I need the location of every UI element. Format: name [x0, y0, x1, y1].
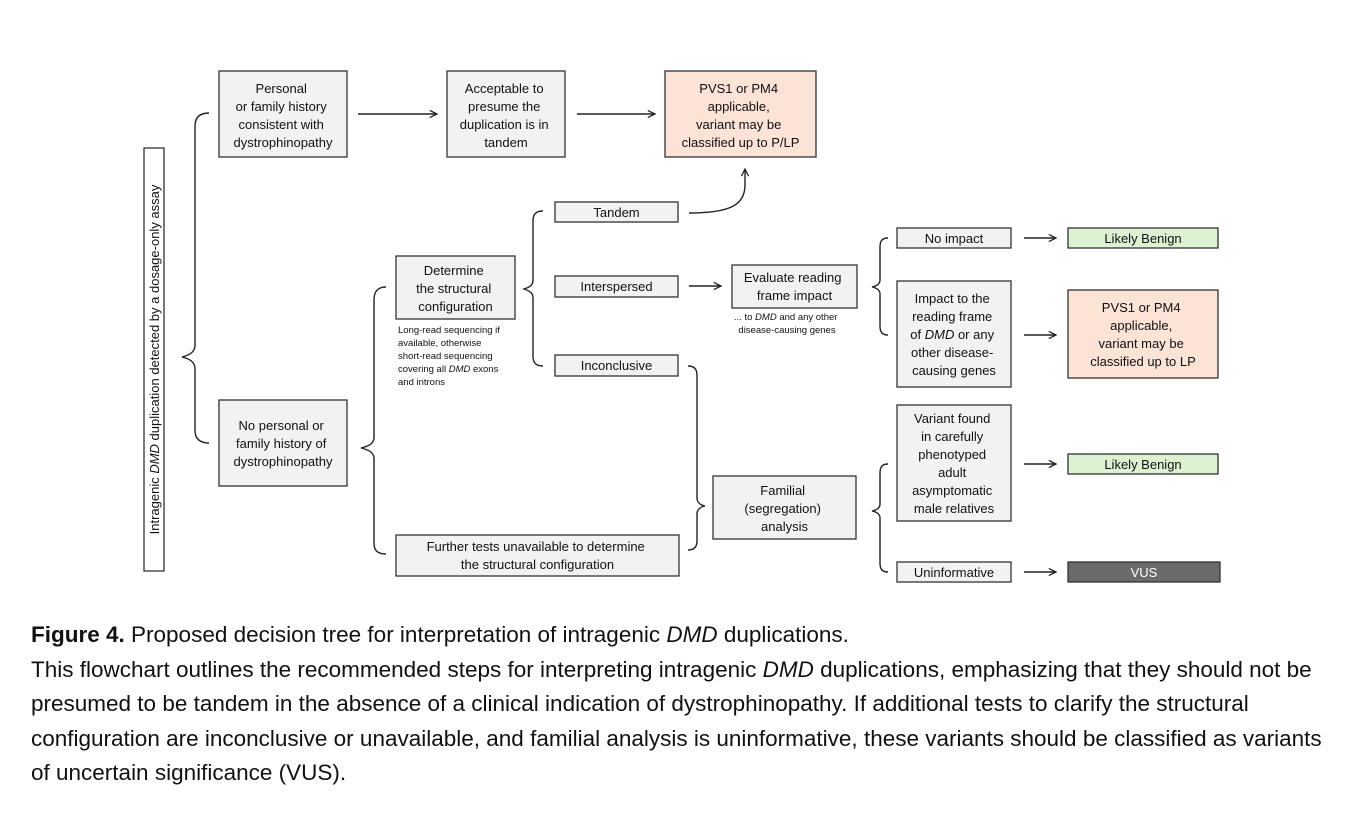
- svg-text:No impact: No impact: [925, 231, 984, 246]
- history-no-box: No personal or family history of dystrop…: [218, 399, 348, 487]
- brace-into-familial: [687, 365, 706, 551]
- svg-text:Further tests unavailable to d: Further tests unavailable to determine t…: [427, 539, 649, 572]
- svg-text:Impact to the reading fr: Impact to the reading frame of DMD or an…: [910, 291, 997, 378]
- svg-text:Acceptable to presume th: Acceptable to presume the duplication is…: [460, 81, 553, 150]
- decision-tree-diagram: Intragenic DMD duplication detected by a…: [143, 70, 1221, 583]
- svg-text:Likely Benign: Likely Benign: [1104, 457, 1181, 472]
- further-tests-box: Further tests unavailable to determine t…: [395, 534, 680, 577]
- uninformative-box: Uninformative: [896, 561, 1012, 583]
- svg-text:Determine the structural: Determine the structural configuration: [416, 263, 495, 314]
- svg-text:Likely Benign: Likely Benign: [1104, 231, 1181, 246]
- side-label-box: Intragenic DMD duplication detected by a…: [143, 147, 165, 572]
- svg-text:Interspersed: Interspersed: [580, 279, 652, 294]
- svg-text:VUS: VUS: [1131, 565, 1158, 580]
- impact-box: Impact to the reading frame of DMD or an…: [896, 280, 1012, 388]
- familial-box: Familial (segregation) analysis: [712, 475, 857, 540]
- interspersed-box: Interspersed: [554, 275, 679, 298]
- caption-body: This flowchart outlines the recommended …: [31, 656, 1322, 786]
- svg-text:Personal or family histo: Personal or family history consistent wi…: [233, 81, 333, 150]
- figure-caption: Figure 4. Proposed decision tree for int…: [31, 618, 1331, 791]
- brace-main: [181, 112, 210, 444]
- arrow-tandem-to-pvs1: [688, 169, 745, 214]
- side-label: Intragenic DMD duplication detected by a…: [147, 184, 162, 534]
- svg-text:Inconclusive: Inconclusive: [581, 358, 653, 373]
- determine-note: Long-read sequencing if available, other…: [398, 325, 503, 388]
- svg-text:Uninformative: Uninformative: [914, 565, 994, 580]
- evaluate-note: ... to DMD and any other disease-causing…: [734, 312, 840, 336]
- evaluate-box: Evaluate reading frame impact: [731, 264, 858, 309]
- brace-evaluate: [871, 237, 889, 336]
- pvs1-lp-box: PVS1 or PM4 applicable, variant may be c…: [1067, 289, 1219, 379]
- svg-text:Variant found in careful: Variant found in carefully phenotyped ad…: [912, 411, 996, 516]
- no-impact-box: No impact: [896, 227, 1012, 249]
- svg-text:PVS1 or PM4 applicable,: PVS1 or PM4 applicable, variant may be c…: [1090, 300, 1196, 369]
- found-relatives-box: Variant found in carefully phenotyped ad…: [896, 404, 1012, 522]
- brace-familial: [871, 463, 889, 573]
- pvs1-plp-box: PVS1 or PM4 applicable, variant may be c…: [664, 70, 817, 158]
- brace-determine: [521, 210, 544, 367]
- brace-no-history: [360, 286, 387, 555]
- svg-text:Familial (segregation): Familial (segregation) analysis: [744, 483, 824, 534]
- likely-benign-box-1: Likely Benign: [1067, 227, 1219, 249]
- vus-box: VUS: [1067, 561, 1221, 583]
- figure-label: Figure 4.: [31, 622, 125, 647]
- svg-text:No personal or family hi: No personal or family history of dystrop…: [233, 418, 333, 469]
- svg-text:Evaluate reading frame i: Evaluate reading frame impact: [744, 270, 845, 303]
- tandem-box: Tandem: [554, 201, 679, 223]
- determine-box: Determine the structural configuration: [395, 255, 516, 320]
- svg-text:Tandem: Tandem: [593, 205, 639, 220]
- likely-benign-box-2: Likely Benign: [1067, 453, 1219, 475]
- presume-tandem-box: Acceptable to presume the duplication is…: [446, 70, 566, 158]
- history-yes-box: Personal or family history consistent wi…: [218, 70, 348, 158]
- svg-text:PVS1 or PM4 applicable,: PVS1 or PM4 applicable, variant may be c…: [682, 81, 800, 150]
- caption-title: Figure 4. Proposed decision tree for int…: [31, 622, 849, 647]
- inconclusive-box: Inconclusive: [554, 354, 679, 377]
